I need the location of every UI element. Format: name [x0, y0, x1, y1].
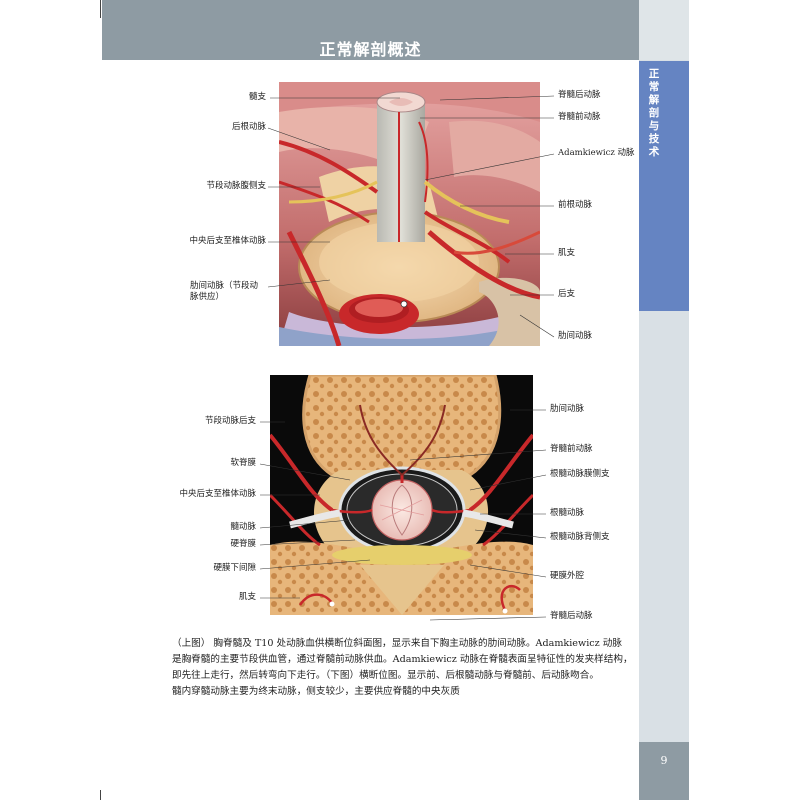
- label-posterior-radicular-artery: 后根动脉: [231, 122, 266, 132]
- label-intercostal-artery: 肋间动脉: [558, 331, 593, 341]
- page-title: 正常解剖概述: [319, 40, 422, 59]
- figure-caption: （上图） 胸脊髓及 T10 处动脉血供横断位斜面图，显示来自下胸主动脉的肋间动脉…: [172, 636, 634, 700]
- caption-line: （上图） 胸脊髓及 T10 处动脉血供横断位斜面图，显示来自下胸主动脉的肋间动脉…: [172, 638, 622, 649]
- crop-mark: [100, 790, 101, 800]
- label-dura-mater: 硬脊膜: [230, 539, 256, 549]
- label-muscular-branch: 肌支: [558, 248, 576, 258]
- top-anatomy-illustration: [279, 82, 540, 346]
- side-column-top: [639, 0, 689, 60]
- page-number: 9: [660, 754, 668, 767]
- label-medullary-artery: 髓动脉: [230, 522, 256, 532]
- page-header: 正常解剖概述: [102, 0, 639, 60]
- caption-line: 即先往上走行，然后转弯向下走行。（下图）横断位图。显示前、后根髓动脉与脊髓前、后…: [172, 670, 599, 681]
- bottom-anatomy-illustration: [270, 375, 533, 615]
- chapter-tab-label: 正常解剖与技术: [648, 68, 660, 158]
- label-radiculomedullary-dorsal-branch: 根髓动脉背侧支: [550, 532, 610, 542]
- label-pia-mater: 软脊膜: [230, 458, 256, 468]
- label-muscular-branch-bottom: 肌支: [238, 592, 256, 602]
- label-epidural-space: 硬膜外腔: [550, 571, 585, 581]
- caption-line: 是胸脊髓的主要节段供血管，通过脊髓前动脉供血。Adamkiewicz 动脉在脊髓…: [172, 654, 633, 665]
- label-posterior-spinal-artery: 脊髓后动脉: [558, 90, 601, 100]
- label-anterior-spinal-artery: 脊髓前动脉: [558, 112, 601, 122]
- page-number-box: [639, 742, 689, 800]
- label-intercostal-artery-bottom: 肋间动脉: [550, 404, 585, 414]
- crop-mark: [100, 0, 101, 18]
- label-intercostal-artery-supply: 肋间动脉（节段动: [190, 281, 259, 291]
- label-radiculomedullary-artery: 根髓动脉: [550, 508, 585, 518]
- label-anterior-radicular-artery: 前根动脉: [558, 200, 593, 210]
- label-segmental-posterior-branch: 节段动脉后支: [204, 416, 256, 426]
- label-subdural-space: 硬膜下间隙: [213, 563, 256, 573]
- label-posterior-spinal-artery-bottom: 脊髓后动脉: [550, 611, 593, 621]
- label-anterior-spinal-artery-bottom: 脊髓前动脉: [550, 444, 593, 454]
- chapter-tab: [639, 61, 689, 311]
- label-medullary-branch: 髓支: [248, 92, 266, 102]
- label-central-posterior-branch: 中央后支至椎体动脉: [189, 236, 266, 246]
- label-central-posterior-branch-bottom: 中央后支至椎体动脉: [179, 489, 256, 499]
- label-segmental-ventral-branch: 节段动脉腹侧支: [206, 181, 266, 191]
- caption-line: 髓内穿髓动脉主要为终末动脉，侧支较少，主要供应脊髓的中央灰质: [172, 686, 460, 697]
- label-intercostal-artery-supply-cont: 脉供应）: [190, 292, 225, 302]
- label-posterior-branch: 后支: [558, 289, 576, 299]
- label-radiculomedullary-membrane-branch: 根髓动脉膜侧支: [550, 469, 610, 479]
- label-adamkiewicz-artery: Adamkiewicz 动脉: [558, 148, 635, 158]
